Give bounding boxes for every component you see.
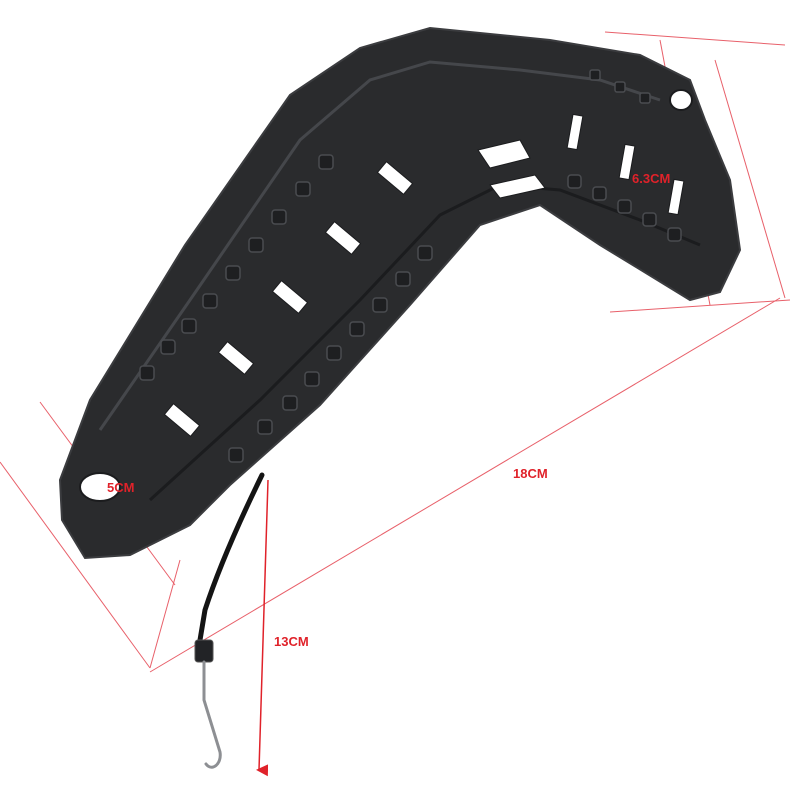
rail-slot [324, 221, 362, 255]
cord-hook-icon [202, 660, 222, 769]
rail-slot [489, 174, 546, 199]
rail-slots [163, 113, 685, 437]
bungee-cord [194, 472, 265, 769]
end-mount-hole [669, 89, 693, 111]
rail-slot [618, 143, 636, 181]
rail-slot [667, 178, 685, 216]
rail-body [58, 26, 742, 560]
rail-slot [217, 341, 255, 375]
width-dimension-line [0, 461, 151, 669]
cord-length-label: 13CM [274, 634, 309, 649]
rail-slot [477, 139, 531, 169]
rail-slot [376, 161, 414, 195]
end-mount-hole [79, 472, 121, 502]
rail-slot [163, 403, 201, 437]
cord-dimension-arrow [256, 479, 269, 777]
length-label: 18CM [513, 466, 548, 481]
end-width-label: 6.3CM [632, 171, 671, 186]
width-label: 5CM [107, 480, 135, 495]
grip-bumps [139, 69, 682, 463]
length-dimension-line [149, 297, 781, 673]
rail-slot [271, 280, 309, 314]
rail-slot [566, 113, 584, 151]
